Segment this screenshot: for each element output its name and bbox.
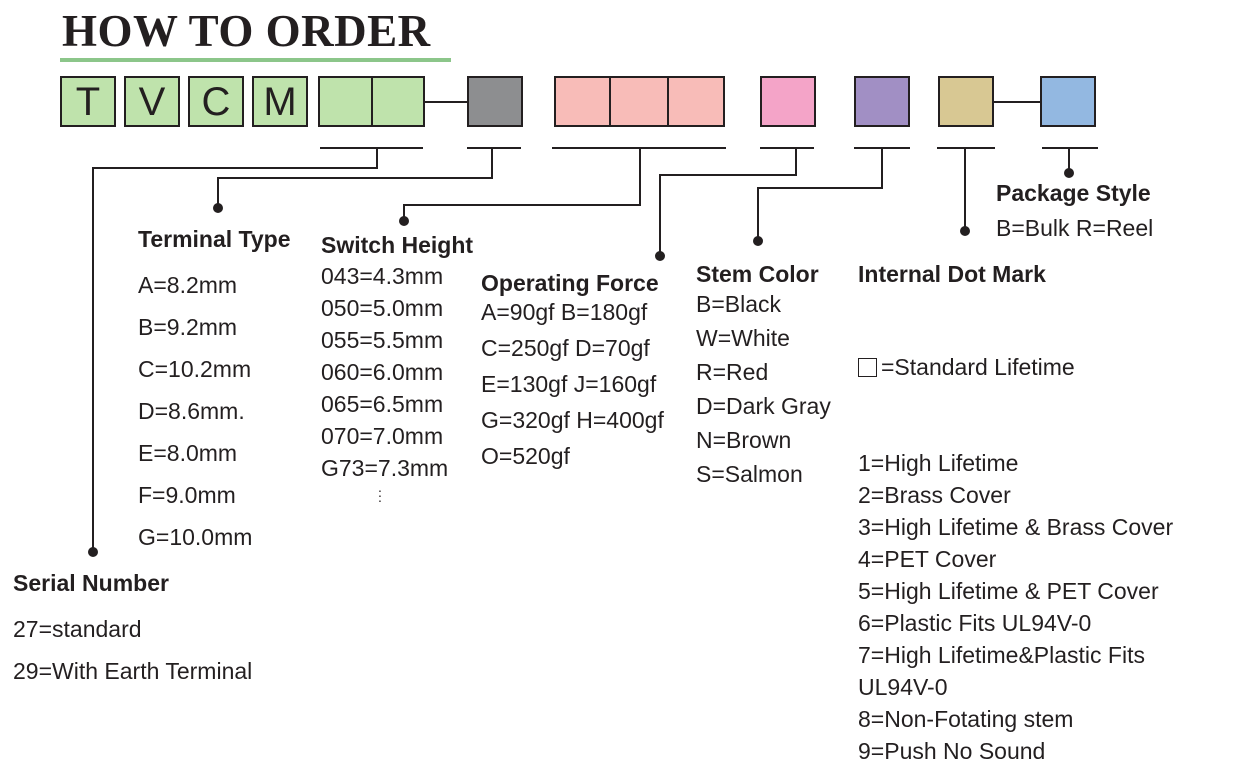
switch-height-option: 070=7.0mm bbox=[321, 423, 444, 449]
code-box-package-style bbox=[1040, 76, 1096, 127]
leader-serial-number bbox=[92, 148, 378, 552]
internal-dot-mark-option: 1=High Lifetime bbox=[858, 450, 1019, 476]
code-box-divider bbox=[609, 76, 611, 127]
internal-dot-mark-option: 9=Push No Sound bbox=[858, 738, 1046, 764]
title-underline bbox=[60, 58, 451, 62]
leader-dot bbox=[960, 226, 970, 236]
operating-force-heading: Operating Force bbox=[481, 270, 659, 296]
serial-number-section: Serial Number 27=standard 29=With Earth T… bbox=[13, 570, 252, 692]
page-title: HOW TO ORDER bbox=[62, 6, 431, 56]
code-box-operating-force bbox=[554, 76, 725, 127]
operating-force-option: C=250gf D=70gf bbox=[481, 335, 650, 361]
code-box-m: M bbox=[252, 76, 308, 127]
leader-dot bbox=[88, 547, 98, 557]
switch-height-option: 043=4.3mm bbox=[321, 263, 444, 289]
leader-stem-color bbox=[757, 148, 883, 241]
terminal-type-option: E=8.0mm bbox=[138, 440, 238, 466]
leader-dot bbox=[399, 216, 409, 226]
code-box-c: C bbox=[188, 76, 244, 127]
leader-dot bbox=[753, 236, 763, 246]
switch-height-list: 043=4.3mm 050=5.0mm 055=5.5mm 060=6.0mm 065=… bbox=[321, 260, 473, 484]
terminal-type-option: C=10.2mm bbox=[138, 356, 252, 382]
leader-dot bbox=[655, 251, 665, 261]
code-box-divider bbox=[371, 76, 373, 127]
operating-force-option: E=130gf J=160gf bbox=[481, 371, 657, 397]
internal-dot-mark-option: 2=Brass Cover bbox=[858, 482, 1011, 508]
leader-operating-force bbox=[659, 148, 797, 256]
package-style-list: B=Bulk R=Reel bbox=[996, 208, 1153, 248]
switch-height-option: 050=5.0mm bbox=[321, 295, 444, 321]
switch-height-option: 065=6.5mm bbox=[321, 391, 444, 417]
package-style-option: B=Bulk R=Reel bbox=[996, 215, 1154, 241]
terminal-type-option: D=8.6mm. bbox=[138, 398, 245, 424]
code-box-stem-color bbox=[760, 76, 816, 127]
connector-lines bbox=[88, 101, 1098, 557]
internal-dot-mark-section: Internal Dot Mark =Standard Lifetime 1=H… bbox=[858, 261, 1173, 767]
leader-terminal-type bbox=[217, 148, 493, 208]
stem-color-option: S=Salmon bbox=[696, 461, 803, 487]
serial-number-option: 27=standard bbox=[13, 616, 142, 642]
stem-color-option: D=Dark Gray bbox=[696, 393, 831, 419]
internal-dot-mark-list: =Standard Lifetime 1=High Lifetime 2=Bras… bbox=[858, 287, 1173, 767]
package-style-section: Package Style B=Bulk R=Reel bbox=[996, 180, 1153, 248]
leader-switch-height bbox=[403, 148, 641, 221]
internal-dot-mark-option: 5=High Lifetime & PET Cover bbox=[858, 578, 1159, 604]
leader-dot bbox=[1064, 168, 1074, 178]
internal-dot-mark-option: =Standard Lifetime bbox=[858, 351, 1173, 383]
code-box-t: T bbox=[60, 76, 116, 127]
internal-dot-mark-option-label: =Standard Lifetime bbox=[881, 354, 1075, 380]
switch-height-option: 055=5.5mm bbox=[321, 327, 444, 353]
code-box-v: V bbox=[124, 76, 180, 127]
blank-square-icon bbox=[858, 358, 877, 377]
terminal-type-option: G=10.0mm bbox=[138, 524, 253, 550]
internal-dot-mark-option: 8=Non-Fotating stem bbox=[858, 706, 1074, 732]
terminal-type-option: A=8.2mm bbox=[138, 272, 238, 298]
internal-dot-mark-option: 3=High Lifetime & Brass Cover bbox=[858, 514, 1174, 540]
operating-force-option: G=320gf H=400gf bbox=[481, 407, 664, 433]
stem-color-option: W=White bbox=[696, 325, 790, 351]
stem-color-heading: Stem Color bbox=[696, 261, 819, 287]
internal-dot-mark-option: 7=High Lifetime&Plastic Fits bbox=[858, 642, 1145, 668]
stem-color-option: R=Red bbox=[696, 359, 769, 385]
operating-force-option: A=90gf B=180gf bbox=[481, 299, 648, 325]
operating-force-option: O=520gf bbox=[481, 443, 570, 469]
switch-height-heading: Switch Height bbox=[321, 232, 474, 258]
serial-number-option: 29=With Earth Terminal bbox=[13, 658, 253, 684]
switch-height-option: 060=6.0mm bbox=[321, 359, 444, 385]
code-box-divider bbox=[667, 76, 669, 127]
more-items-ellipsis-icon: ··· bbox=[377, 482, 383, 508]
stem-color-option: N=Brown bbox=[696, 427, 792, 453]
leader-dot bbox=[213, 203, 223, 213]
code-box-internal-dot-mark bbox=[854, 76, 910, 127]
terminal-type-heading: Terminal Type bbox=[138, 226, 291, 252]
internal-dot-mark-option: 4=PET Cover bbox=[858, 546, 997, 572]
internal-dot-mark-heading: Internal Dot Mark bbox=[858, 261, 1046, 287]
package-style-heading: Package Style bbox=[996, 180, 1151, 206]
serial-number-heading: Serial Number bbox=[13, 570, 169, 596]
code-box-package-link bbox=[938, 76, 994, 127]
terminal-type-option: F=9.0mm bbox=[138, 482, 236, 508]
serial-number-list: 27=standard 29=With Earth Terminal bbox=[13, 608, 252, 692]
stem-color-option: B=Black bbox=[696, 291, 782, 317]
internal-dot-mark-option: 6=Plastic Fits UL94V-0 bbox=[858, 610, 1092, 636]
switch-height-section: Switch Height 043=4.3mm 050=5.0mm 055=5.5m… bbox=[321, 232, 473, 484]
terminal-type-option: B=9.2mm bbox=[138, 314, 238, 340]
code-box-switch-height bbox=[467, 76, 523, 127]
switch-height-option: G73=7.3mm bbox=[321, 455, 449, 481]
internal-dot-mark-option: UL94V-0 bbox=[858, 674, 948, 700]
